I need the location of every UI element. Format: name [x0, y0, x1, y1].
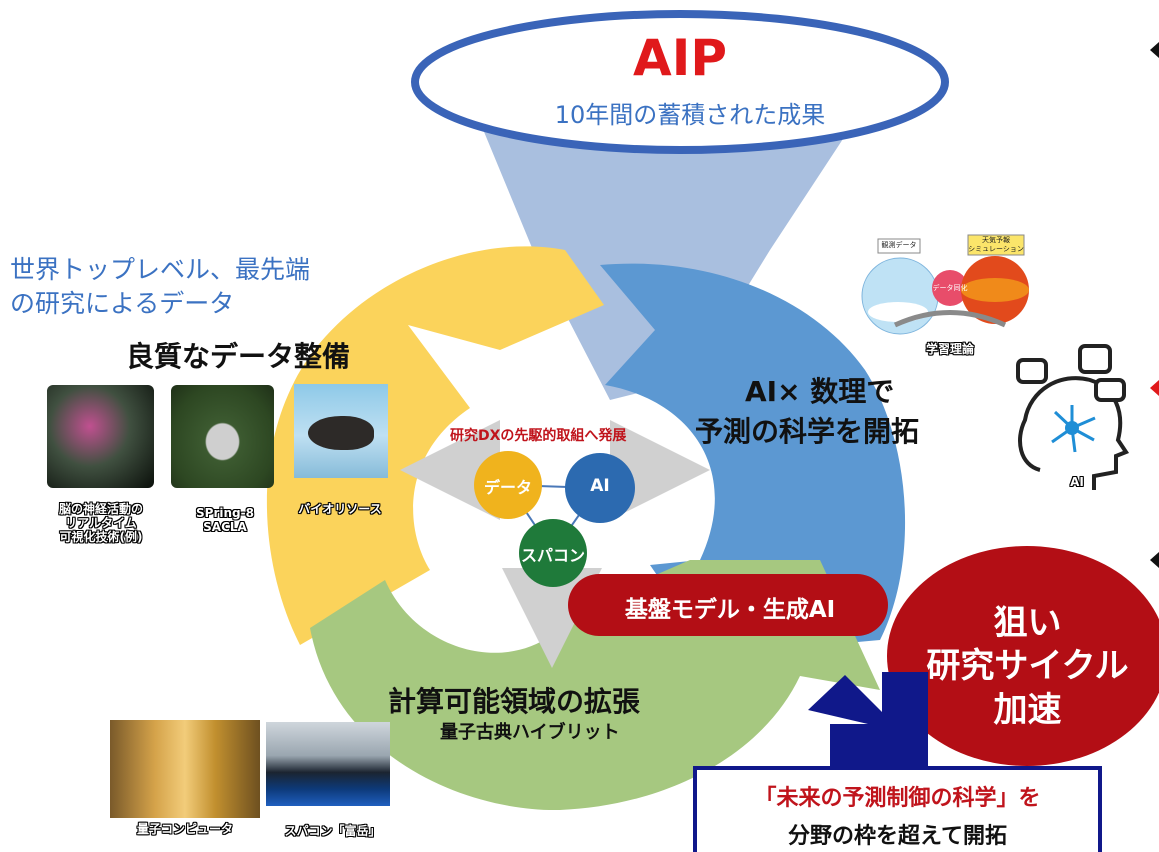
aim-line3: 加速 — [993, 690, 1062, 730]
world-text-line2: の研究によるデータ — [10, 289, 235, 318]
quantum-caption: 量子コンピュータ — [136, 822, 233, 836]
aim-line1: 狙い — [993, 603, 1062, 643]
diamond-marker-2 — [1150, 380, 1159, 396]
sim-label-box — [967, 234, 1025, 256]
foundation-model-label: 基盤モデル・生成AI — [624, 597, 836, 623]
quantum-computer-image — [110, 720, 260, 818]
ai-math-line2: 予測の科学を開拓 — [695, 415, 920, 448]
aip-subtitle: 10年間の蓄積された成果 — [554, 101, 826, 129]
future-box-line1: 「未来の予測制御の科学」を — [754, 786, 1041, 811]
future-box — [693, 766, 1102, 852]
good-data-heading: 良質なデータ整備 — [126, 340, 351, 373]
fugaku-caption: スパコン「富岳」 — [284, 824, 381, 838]
spring8-caption-line1: SPring-8 — [196, 506, 254, 520]
spring8-image — [171, 385, 274, 488]
diamond-marker-3 — [1150, 552, 1159, 568]
diamond-marker-1 — [1150, 42, 1159, 58]
assimilation-label: データ同化 — [932, 284, 968, 292]
ai-icon-caption: AI — [1070, 475, 1084, 489]
ai-head-icon — [1018, 376, 1130, 490]
blue-arc — [600, 263, 906, 655]
aip-title: AIP — [633, 29, 727, 87]
foundation-model-pill — [568, 574, 888, 636]
navy-down-arrow — [808, 672, 928, 770]
sim-label-line1: 天気予報 — [982, 236, 1010, 244]
chat-bubble-left — [1016, 358, 1048, 384]
aim-ellipse — [887, 546, 1159, 766]
ai-math-line1: AI× 数理で — [745, 375, 895, 408]
brain-caption-line3: 可視化技術(例) — [59, 530, 143, 544]
brain-image — [47, 385, 154, 488]
supercomputer-circle-label: スパコン — [520, 546, 585, 565]
future-box-line2: 分野の枠を超えて開拓 — [788, 824, 1007, 849]
supercomputer-circle — [519, 519, 587, 587]
simulation-globe-band — [961, 278, 1029, 302]
brain-caption-line1: 脳の神経活動の — [58, 502, 143, 516]
chat-bubble-right — [1094, 378, 1126, 402]
ai-network-lines — [1051, 405, 1096, 453]
obs-label-box — [877, 238, 921, 254]
sim-label-line2: シミュレーション — [968, 245, 1024, 253]
bridge-shape — [893, 310, 1007, 328]
compute-subtitle: 量子古典ハイブリット — [440, 722, 620, 743]
ai-circle-label: AI — [590, 476, 610, 496]
ai-circle — [565, 453, 635, 523]
obs-data-label: 観測データ — [881, 241, 917, 249]
brain-caption: 脳の神経活動の リアルタイム 可視化技術(例) — [40, 502, 162, 544]
spring8-caption: SPring-8 SACLA — [180, 506, 270, 534]
bioresource-caption: バイオリソース — [298, 502, 382, 516]
world-text-line1: 世界トップレベル、最先端 — [10, 255, 311, 284]
data-circle-label: データ — [483, 478, 532, 497]
aim-line2: 研究サイクル — [926, 646, 1129, 686]
data-circle — [474, 451, 542, 519]
chat-bubble-top — [1078, 344, 1112, 374]
brain-caption-line2: リアルタイム — [65, 516, 137, 530]
spring8-caption-line2: SACLA — [203, 520, 247, 534]
assimilation-circle — [932, 270, 968, 306]
funnel-shape — [475, 110, 862, 400]
aip-ellipse — [411, 10, 949, 154]
mouse-body — [308, 416, 374, 450]
fugaku-image — [266, 722, 390, 806]
research-dx-label: 研究DXの先駆的取組へ発展 — [450, 428, 627, 444]
yellow-arc — [266, 246, 604, 645]
mouse-image — [294, 384, 388, 478]
compute-title: 計算可能領域の拡張 — [388, 685, 641, 718]
learning-theory-caption: 学習理論 — [925, 342, 974, 356]
